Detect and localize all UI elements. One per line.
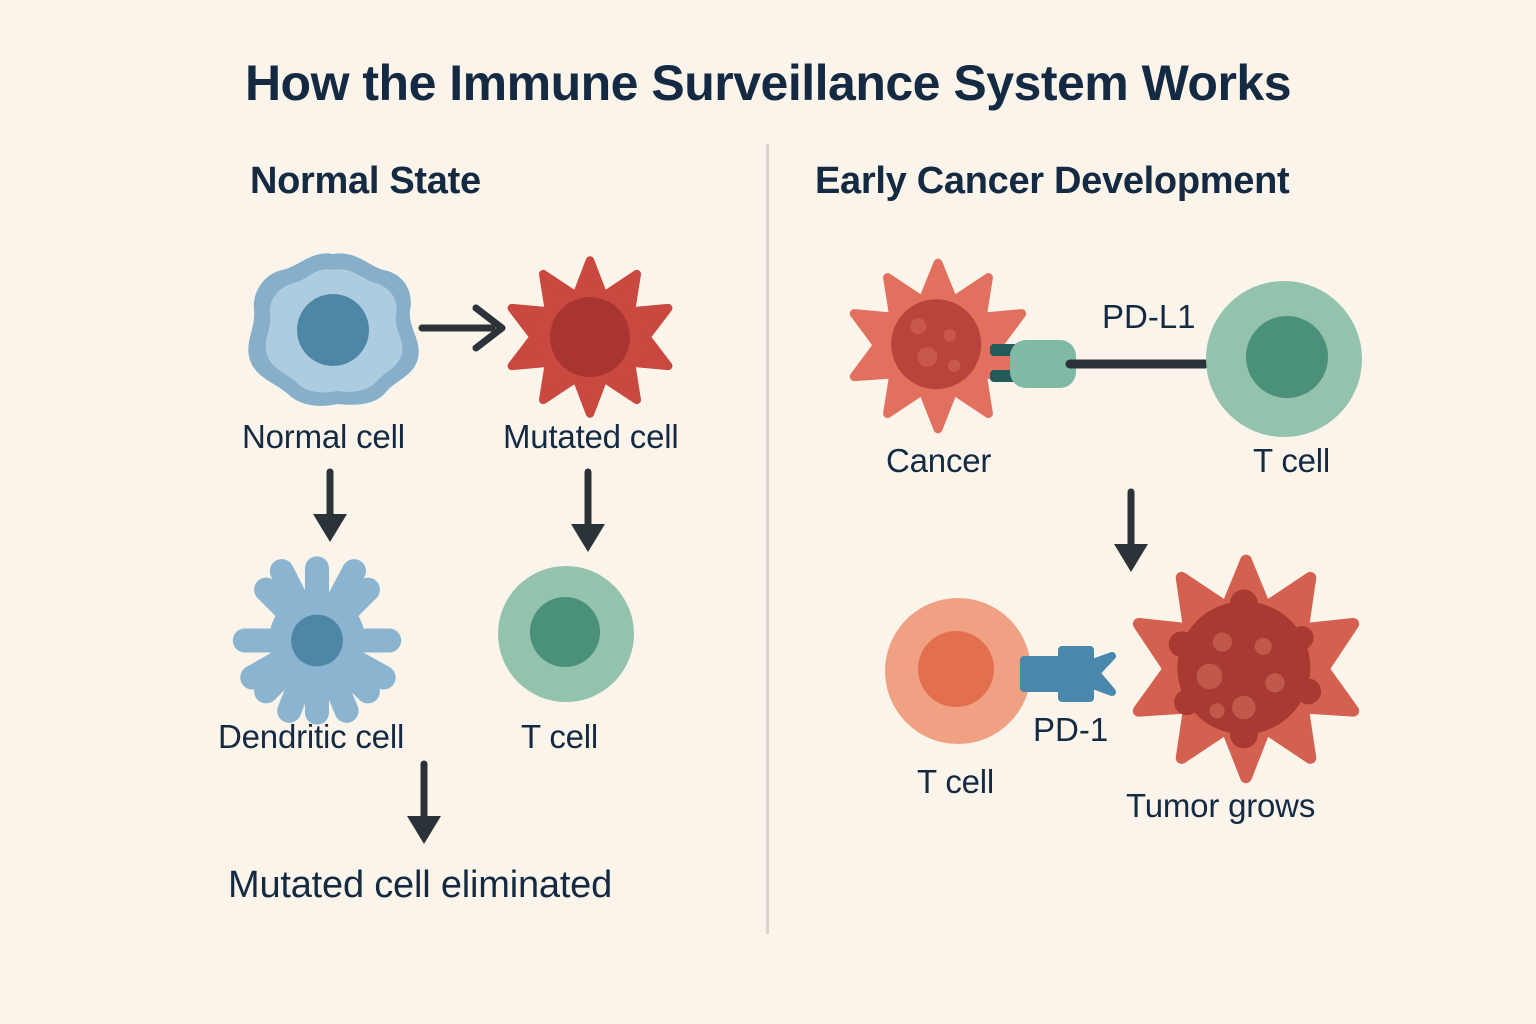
tumor-label: Tumor grows (1126, 787, 1316, 824)
outcome-text-left: Mutated cell eliminated (228, 864, 613, 906)
arrow-normal-to-dendritic (304, 468, 356, 546)
arrow-mutated-to-tcell (562, 468, 614, 556)
pd-1-receptor (1020, 646, 1118, 702)
dendritic-cell-label: Dendritic cell (218, 718, 405, 755)
panel-heading-normal-state: Normal State (250, 160, 481, 202)
page-title: How the Immune Surveillance System Works (244, 55, 1292, 111)
panel-divider (766, 144, 769, 934)
cancer-cell-figure (848, 256, 1028, 436)
pd-1-label: PD-1 (1033, 711, 1109, 748)
tumor-icon (1132, 554, 1360, 784)
mutated-cell-icon (507, 256, 673, 418)
mutated-cell-label: Mutated cell (503, 418, 679, 455)
normal-cell-figure (238, 248, 428, 413)
round-cell-icon (885, 598, 1031, 744)
t-cell-figure-left (495, 563, 637, 705)
pd-l1-receptor (990, 338, 1240, 390)
t-cell-label-left: T cell (521, 718, 599, 755)
normal-cell-label: Normal cell (242, 418, 405, 455)
tumor-figure (1128, 552, 1364, 788)
t-cell-exhausted-label: T cell (917, 763, 995, 800)
round-cell-icon (1206, 281, 1362, 437)
t-cell-label-right: T cell (1253, 442, 1331, 479)
cancer-cell-label: Cancer (886, 442, 992, 479)
normal-cell-icon (248, 253, 419, 406)
round-cell-icon (498, 566, 634, 702)
arrow-dendritic-to-outcome (398, 760, 450, 848)
cancer-cell-icon (849, 258, 1027, 434)
panel-heading-early-cancer: Early Cancer Development (815, 160, 1290, 202)
dendritic-cell-icon (232, 556, 402, 725)
mutated-cell-figure (505, 252, 675, 422)
pd-l1-label: PD-L1 (1102, 298, 1196, 335)
t-cell-exhausted-figure (882, 595, 1034, 747)
t-cell-figure-right (1203, 278, 1365, 440)
arrow-cancer-to-tumor (1105, 488, 1157, 576)
arrow-normal-to-mutated (418, 300, 520, 356)
dendritic-cell-figure (222, 548, 412, 733)
